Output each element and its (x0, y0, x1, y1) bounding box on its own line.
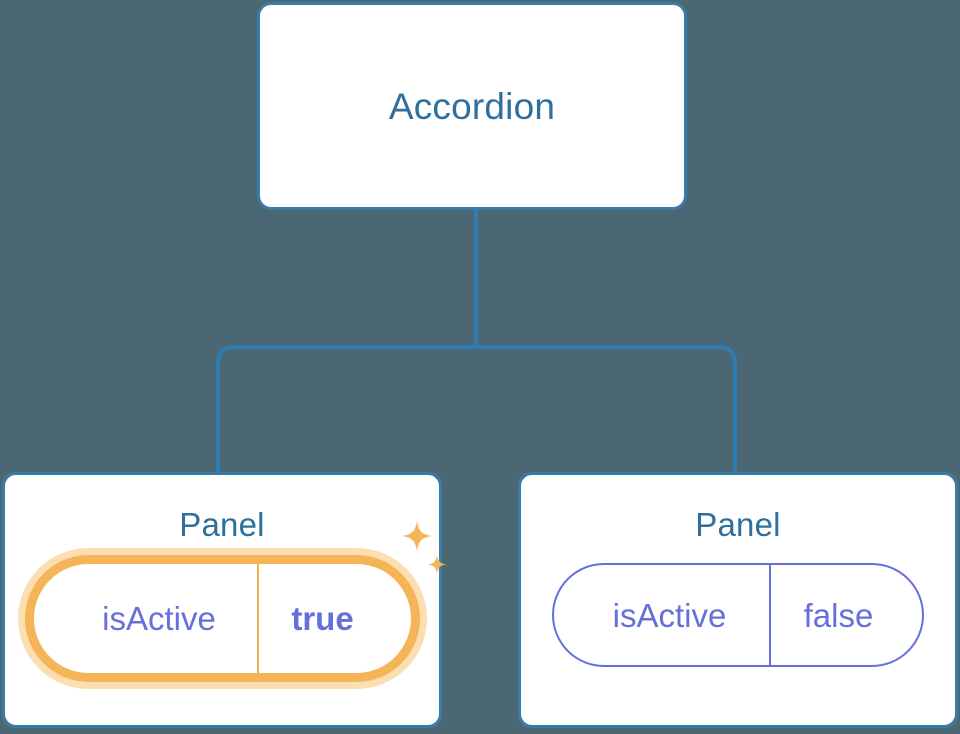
node-panel-inactive[interactable]: Panel isActive false (518, 472, 958, 728)
prop-pill-wrapper-inactive: isActive false (552, 563, 924, 667)
prop-pill-isactive-false[interactable]: isActive false (552, 563, 924, 667)
prop-key-label: isActive (102, 600, 216, 637)
node-panel-active[interactable]: Panel isActive true (2, 472, 446, 728)
prop-pill-isactive-true[interactable]: isActive true (24, 555, 420, 682)
connector-children-bus (216, 345, 737, 472)
node-panel-active-title: Panel (179, 506, 265, 543)
sparkle-large-icon (401, 521, 432, 551)
node-panel-inactive-title: Panel (695, 506, 781, 543)
sparkle-small-icon (427, 555, 446, 574)
node-accordion[interactable]: Accordion (257, 2, 687, 210)
sparkle-group (401, 521, 446, 574)
prop-key-label: isActive (612, 596, 727, 634)
node-accordion-title: Accordion (388, 85, 556, 127)
prop-value-label: false (769, 565, 922, 665)
prop-pill-wrapper-active: isActive true (24, 521, 446, 682)
prop-value-label: true (256, 564, 411, 673)
